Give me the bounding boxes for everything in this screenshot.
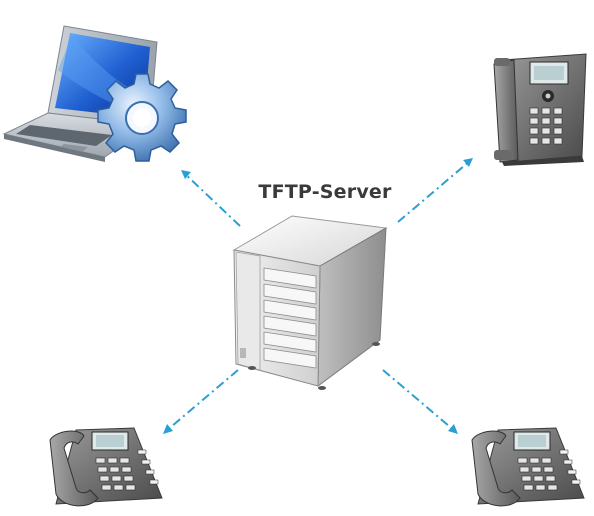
server-tower-icon xyxy=(232,215,388,390)
arrowhead-phone-bottom-right xyxy=(448,424,458,434)
arrowhead-laptop xyxy=(181,170,191,179)
connector-laptop xyxy=(182,171,241,227)
server-label: TFTP-Server xyxy=(258,181,392,203)
ip-phone-icon xyxy=(471,427,585,507)
arrowhead-phone-bottom-left xyxy=(163,424,173,434)
connector-phone-bottom-left xyxy=(164,369,239,433)
connector-phone-bottom-right xyxy=(382,369,457,433)
arrowhead-phone-top-right xyxy=(463,158,473,167)
connector-arrowheads xyxy=(163,158,473,434)
connector-phone-top-right xyxy=(397,159,472,223)
connectors xyxy=(164,159,472,433)
laptop-gear-icon xyxy=(2,25,187,162)
ip-phone-icon xyxy=(49,427,163,507)
ip-phone-icon xyxy=(493,53,587,166)
